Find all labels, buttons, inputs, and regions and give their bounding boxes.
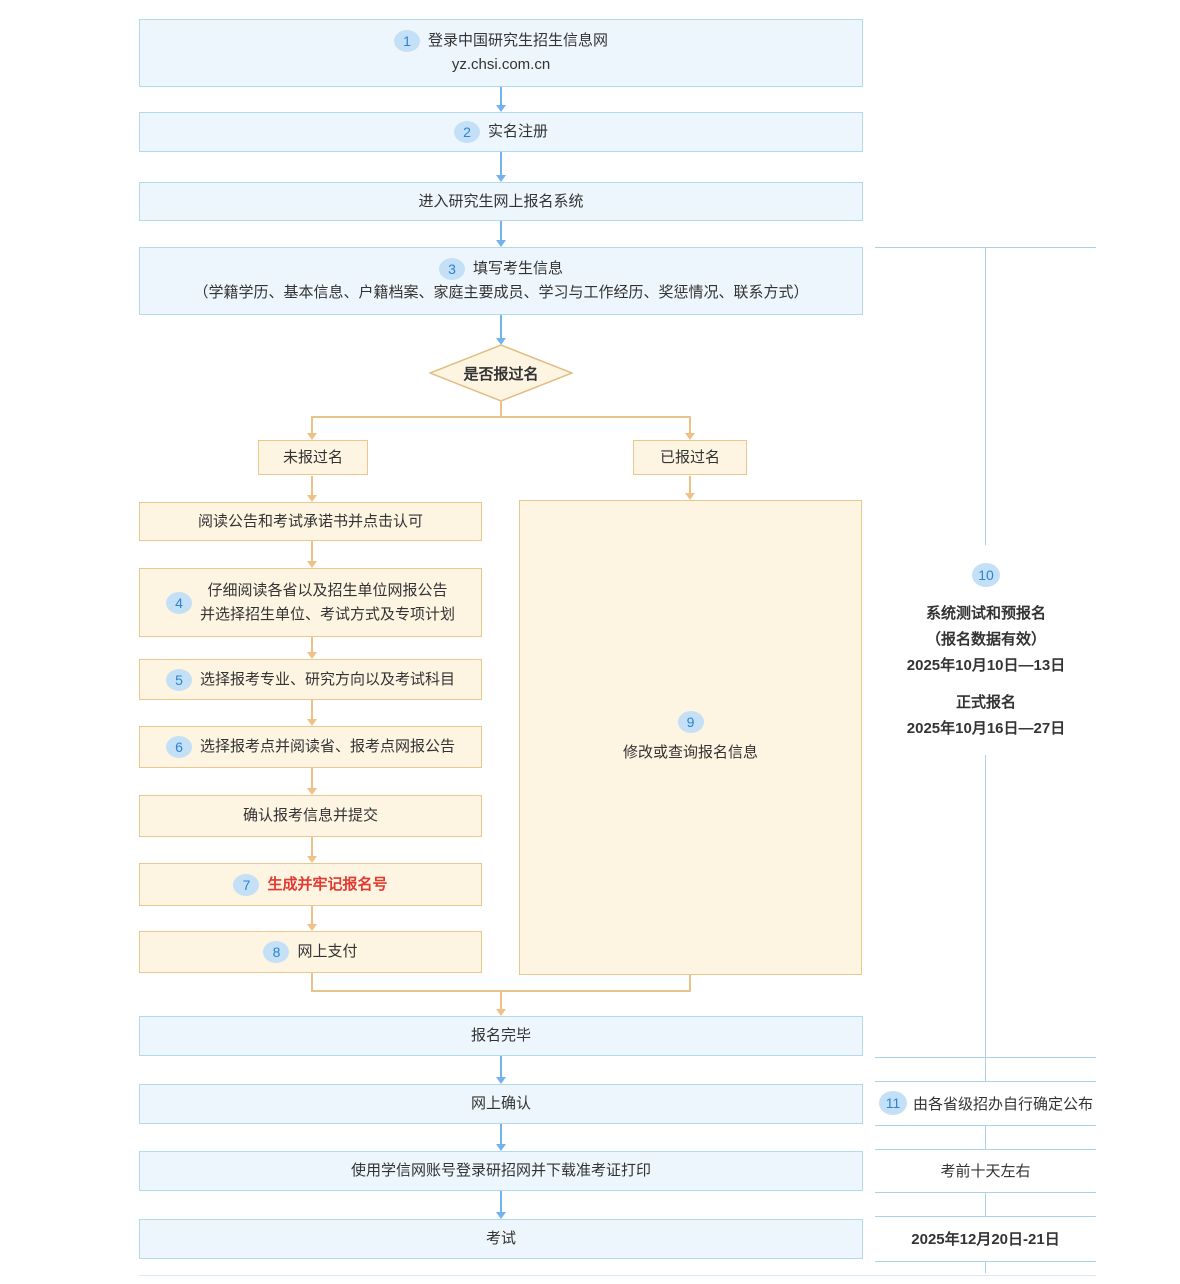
step-login-url: yz.chsi.com.cn	[451, 56, 551, 73]
step-fill-info-detail: （学籍学历、基本信息、户籍档案、家庭主要成员、学习与工作经历、奖惩情况、联系方式…	[193, 284, 809, 301]
bottom-divider	[139, 1275, 1096, 1276]
sidebar-formal-registration-title: 正式报名	[955, 694, 1016, 711]
step-confirm-submit-label: 确认报考信息并提交	[242, 807, 378, 824]
step-fill-info-label: 填写考生信息	[472, 260, 563, 277]
step-number-badge: 3	[438, 258, 465, 280]
down-arrow	[307, 418, 317, 440]
step-choose-major-box: 5 选择报考专业、研究方向以及考试科目	[139, 659, 482, 700]
exam-label: 考试	[485, 1230, 516, 1247]
step-online-payment-label: 网上支付	[297, 943, 358, 960]
step-fill-info-box: 3 填写考生信息 （学籍学历、基本信息、户籍档案、家庭主要成员、学习与工作经历、…	[139, 247, 863, 315]
step-number-badge: 5	[165, 668, 192, 691]
download-ticket-box: 使用学信网账号登录研招网并下载准考证打印	[139, 1151, 863, 1191]
branch-registered: 已报过名	[633, 440, 747, 475]
sidebar-pre-registration-title: 系统测试和预报名	[925, 605, 1046, 622]
down-arrow	[496, 992, 506, 1016]
decision-diamond: 是否报过名	[463, 365, 539, 383]
step-generate-number-label: 生成并牢记报名号	[267, 875, 388, 893]
step-register-label: 实名注册	[487, 123, 548, 140]
sidebar-exam-date-row: 2025年12月20日-21日	[875, 1216, 1096, 1261]
sidebar-formal-registration-date: 2025年10月16日—27日	[906, 720, 1066, 737]
down-arrow	[307, 541, 317, 568]
step-number-badge: 4	[165, 591, 192, 614]
sidebar-connector	[985, 1192, 986, 1216]
sidebar-pre-registration-note: （报名数据有效）	[925, 631, 1046, 648]
step-enter-system-box: 进入研究生网上报名系统	[139, 182, 863, 221]
step-confirm-submit-box: 确认报考信息并提交	[139, 795, 482, 837]
step-register-box: 2 实名注册	[139, 112, 863, 152]
sidebar-confirm-announce-label: 由各省级招办自行确定公布	[912, 1095, 1093, 1113]
step-number-badge: 8	[263, 941, 290, 963]
down-arrow	[307, 476, 317, 502]
step-number-badge: 6	[165, 736, 192, 758]
step-login-box: 1 登录中国研究生招生信息网 yz.chsi.com.cn	[139, 19, 863, 87]
sidebar-connector	[985, 1261, 986, 1273]
step-read-announcements-line1: 仔细阅读各省以及招生单位网报公告	[207, 581, 448, 599]
connector-line	[500, 400, 502, 417]
down-arrow	[307, 768, 317, 795]
step-choose-site-box: 6 选择报考点并阅读省、报考点网报公告	[139, 726, 482, 768]
sidebar-connector	[985, 1125, 986, 1149]
down-arrow	[307, 837, 317, 863]
down-arrow	[496, 152, 506, 182]
step-enter-system-label: 进入研究生网上报名系统	[418, 192, 584, 210]
modify-query-label: 修改或查询报名信息	[622, 743, 758, 761]
branch-not-registered-label: 未报过名	[282, 448, 343, 466]
exam-box: 考试	[139, 1219, 863, 1259]
connector-line	[689, 975, 691, 992]
sidebar-connector	[985, 1057, 986, 1081]
sidebar-registration-dates: 10 系统测试和预报名 （报名数据有效） 2025年10月10日—13日 正式报…	[875, 563, 1097, 742]
step-read-announcements-box: 4 仔细阅读各省以及招生单位网报公告 并选择招生单位、考试方式及专项计划	[139, 568, 482, 637]
step-choose-major-label: 选择报考专业、研究方向以及考试科目	[199, 670, 455, 688]
down-arrow	[307, 700, 317, 726]
down-arrow	[496, 1124, 506, 1151]
sidebar-exam-date-label: 2025年12月20日-21日	[911, 1231, 1060, 1248]
step-online-payment-box: 8 网上支付	[139, 931, 482, 973]
sidebar-ticket-time-row: 考前十天左右	[875, 1149, 1096, 1192]
branch-registered-label: 已报过名	[659, 448, 720, 466]
registration-complete-label: 报名完毕	[470, 1027, 531, 1044]
down-arrow	[307, 637, 317, 659]
down-arrow	[496, 315, 506, 345]
step-choose-site-label: 选择报考点并阅读省、报考点网报公告	[199, 738, 455, 755]
registration-complete-box: 报名完毕	[139, 1016, 863, 1056]
sidebar-divider	[875, 1216, 1096, 1217]
down-arrow	[496, 221, 506, 247]
connector-line	[311, 416, 691, 418]
sidebar-connector	[985, 247, 986, 545]
step-read-notice-label: 阅读公告和考试承诺书并点击认可	[197, 512, 423, 530]
step-number-badge: 10	[972, 563, 1000, 587]
step-number-badge: 7	[233, 873, 260, 896]
sidebar-divider	[875, 1081, 1096, 1082]
down-arrow	[685, 418, 695, 440]
step-read-announcements-line2: 并选择招生单位、考试方式及专项计划	[199, 605, 455, 623]
modify-query-box: 9 修改或查询报名信息	[519, 500, 862, 975]
down-arrow	[307, 906, 317, 931]
branch-not-registered: 未报过名	[258, 440, 368, 475]
online-confirm-box: 网上确认	[139, 1084, 863, 1124]
step-number-badge: 1	[393, 30, 420, 52]
step-read-notice-box: 阅读公告和考试承诺书并点击认可	[139, 502, 482, 541]
down-arrow	[496, 1191, 506, 1219]
sidebar-divider	[875, 1149, 1096, 1150]
step-number-badge: 9	[677, 710, 704, 733]
step-login-label: 登录中国研究生招生信息网	[427, 32, 608, 49]
online-confirm-label: 网上确认	[470, 1095, 531, 1112]
sidebar-pre-registration-date: 2025年10月10日—13日	[906, 657, 1066, 674]
down-arrow	[496, 1056, 506, 1084]
connector-line	[311, 990, 691, 992]
down-arrow	[685, 476, 695, 500]
connector-line	[311, 973, 313, 992]
step-number-badge: 11	[878, 1091, 907, 1115]
down-arrow	[496, 87, 506, 112]
download-ticket-label: 使用学信网账号登录研招网并下载准考证打印	[350, 1162, 651, 1179]
step-generate-number-box: 7 生成并牢记报名号	[139, 863, 482, 906]
sidebar-connector	[985, 755, 986, 1057]
sidebar-ticket-time-label: 考前十天左右	[940, 1163, 1031, 1180]
step-number-badge: 2	[453, 121, 480, 143]
sidebar-confirm-announce-row: 11 由各省级招办自行确定公布	[873, 1081, 1099, 1125]
